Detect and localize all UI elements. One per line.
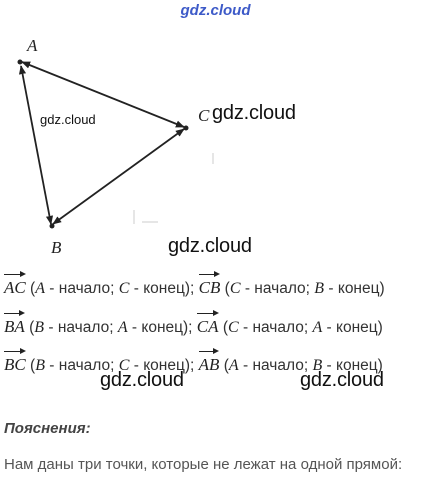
edge-ab	[18, 65, 54, 225]
point-c	[183, 125, 189, 131]
watermark-near-b: gdz.cloud	[168, 235, 252, 257]
triangle-diagram	[17, 59, 214, 229]
explanation-title: Пояснения:	[4, 420, 91, 437]
vector-line-3: BC (B - начало; C - конец); AB (A - нача…	[4, 348, 383, 374]
vector-bc: BC	[4, 348, 26, 377]
point-b	[49, 223, 55, 229]
vector-line-2: BA (B - начало; A - конец); CA (C - нача…	[4, 310, 383, 336]
vector-ab: AB	[198, 348, 219, 377]
watermark-near-c: gdz.cloud	[212, 102, 296, 124]
watermark-bottom-left: gdz.cloud	[100, 369, 184, 391]
vector-ca: CA	[196, 310, 219, 339]
label-point-c: C	[198, 106, 210, 125]
header-watermark: gdz.cloud	[180, 2, 251, 19]
label-point-b: B	[51, 238, 62, 257]
point-a	[17, 59, 23, 65]
vector-line-1: AC (A - начало; C - конец); CB (C - нача…	[4, 271, 385, 297]
vector-cb: CB	[198, 271, 220, 300]
explanation-text: Нам даны три точки, которые не лежат на …	[4, 456, 403, 473]
vector-ac: AC	[4, 271, 26, 300]
vector-ba: BA	[4, 310, 25, 339]
watermark-inside-triangle: gdz.cloud	[40, 112, 96, 127]
label-point-a: A	[27, 36, 38, 55]
watermark-bottom-right: gdz.cloud	[300, 369, 384, 391]
edge-bc	[52, 128, 185, 225]
edge-ca	[21, 61, 185, 128]
